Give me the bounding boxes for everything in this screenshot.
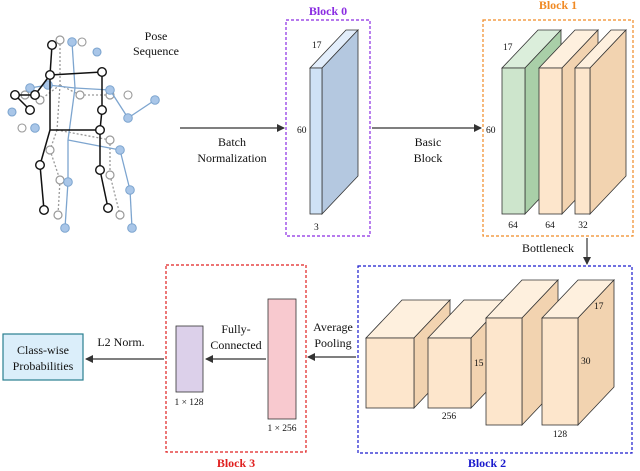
block-1-dim-depth-c: 32 xyxy=(578,221,588,231)
block-0-dim-depth: 3 xyxy=(314,223,319,233)
output-probabilities: Class-wise Probabilities xyxy=(2,333,84,381)
block-0-prism xyxy=(309,28,359,216)
fc-input-vector xyxy=(267,298,297,420)
block-1-prism-peach-2 xyxy=(574,28,627,216)
block-2-dim-depth-a: 256 xyxy=(442,412,457,422)
output-box xyxy=(2,333,84,381)
block-2-frame xyxy=(357,265,633,454)
fc-output-dim: 1 × 128 xyxy=(174,398,203,408)
pose-label-line2: Sequence xyxy=(133,44,179,58)
block-1-frame xyxy=(482,19,634,237)
arrow-average-pooling: Average Pooling xyxy=(307,320,356,361)
arrow-batch-normalization: Batch Normalization xyxy=(180,124,285,165)
basic-block-label-line2: Block xyxy=(414,151,443,165)
output-label-line1: Class-wise xyxy=(17,343,69,357)
skeleton-dark-joints xyxy=(9,40,113,215)
avg-pool-label-line2: Pooling xyxy=(314,336,351,350)
block-1-dim-depth-b: 64 xyxy=(545,221,555,231)
skeleton-blue-joints xyxy=(25,37,160,233)
block-2-dim-height-a: 15 xyxy=(474,359,484,369)
block-2-dim-width: 17 xyxy=(594,302,604,312)
arrow-l2-norm: L2 Norm. xyxy=(85,335,164,363)
avg-pool-label-line1: Average xyxy=(313,320,353,334)
block-2-title: Block 2 xyxy=(468,456,506,470)
block-1-dim-depth-a: 64 xyxy=(508,221,518,231)
block-3-frame xyxy=(165,264,307,453)
fc-input-dim: 1 × 256 xyxy=(267,424,296,434)
basic-block-label-line1: Basic xyxy=(415,135,442,149)
block-2-dim-height-b: 30 xyxy=(581,357,591,367)
block-0-title: Block 0 xyxy=(309,4,347,18)
output-label-line2: Probabilities xyxy=(13,359,74,373)
batch-norm-label-line1: Batch xyxy=(218,135,246,149)
fc-label-line1: Fully- xyxy=(221,322,250,336)
block-1-dim-height: 60 xyxy=(486,126,496,136)
block-3: Block 3 Fully- Connected 1 × 256 1 × 128 xyxy=(165,264,307,470)
arrow-bottleneck: Bottleneck xyxy=(522,238,591,265)
bottleneck-label: Bottleneck xyxy=(522,241,574,255)
skeleton-dark xyxy=(14,44,109,211)
pose-label-line1: Pose xyxy=(145,29,168,43)
pose-sequence-illustration: Pose Sequence xyxy=(7,29,179,233)
block-2: Block 2 15 30 17 256 128 xyxy=(357,265,633,470)
block-1-title: Block 1 xyxy=(539,0,577,12)
fc-label-line2: Connected xyxy=(210,338,261,352)
fc-output-vector xyxy=(175,325,204,393)
block-2-dim-depth-b: 128 xyxy=(553,430,568,440)
arrow-basic-block: Basic Block xyxy=(372,124,482,165)
block-0: Block 0 17 60 3 xyxy=(285,4,371,237)
block-0-dim-height: 60 xyxy=(297,126,307,136)
l2-norm-label: L2 Norm. xyxy=(97,335,144,349)
block-3-title: Block 3 xyxy=(217,456,255,470)
block-0-frame xyxy=(285,19,371,237)
block-1: Block 1 17 60 64 64 32 xyxy=(482,0,634,237)
block-2-prism-4 xyxy=(541,278,615,427)
skeleton-extra-joints xyxy=(7,37,133,133)
batch-norm-label-line2: Normalization xyxy=(197,151,266,165)
block-0-dim-width: 17 xyxy=(312,41,322,51)
block-1-dim-width: 17 xyxy=(503,43,513,53)
